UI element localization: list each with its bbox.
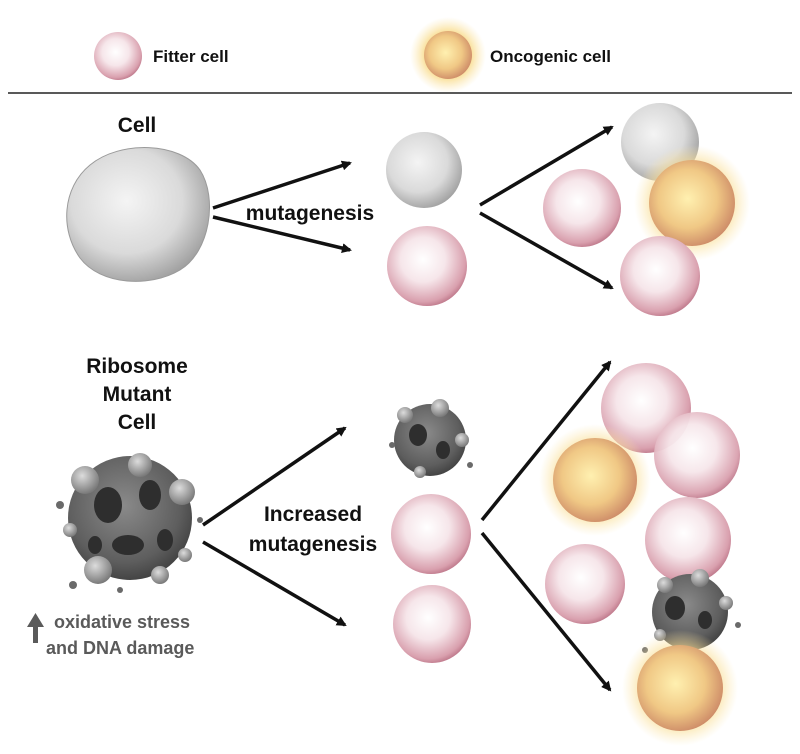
arrow-bottom-right-upper [480, 360, 612, 522]
fitter-cell [620, 236, 700, 316]
fitter-cell [645, 497, 731, 583]
ribosome-mutant-cell-small [389, 399, 473, 478]
legend-oncogenic-label: Oncogenic cell [490, 47, 611, 66]
bottom-panel: Ribosome Mutant Cell ox [27, 355, 741, 746]
cell-label: Cell [118, 114, 157, 137]
ribosome-mutant-label-line2: Mutant [103, 383, 172, 406]
oncogenic-cell [637, 645, 723, 731]
mutagenesis-label: mutagenesis [246, 202, 374, 225]
ribosome-mutant-label-line3: Cell [118, 411, 157, 434]
increased-mutagenesis-line2: mutagenesis [249, 533, 377, 556]
arrow-bottom-upper [202, 426, 347, 527]
fitter-cell [543, 169, 621, 247]
arrow-bottom-right-lower [480, 531, 612, 692]
legend-fitter-label: Fitter cell [153, 47, 229, 66]
fitter-cell [654, 412, 740, 498]
ribosome-mutant-label-line1: Ribosome [86, 355, 188, 378]
arrow-top-lower [212, 215, 352, 253]
arrow-top-right-upper [479, 125, 614, 207]
oncogenic-cell [649, 160, 735, 246]
arrow-bottom-lower [202, 540, 347, 627]
note-line2: and DNA damage [46, 638, 194, 658]
fitter-cell [391, 494, 471, 574]
up-arrow-icon [27, 613, 44, 643]
legend-fitter-cell-icon [94, 32, 142, 80]
fitter-cell [393, 585, 471, 663]
oncogenic-cell [553, 438, 637, 522]
arrow-top-upper [212, 160, 352, 210]
legend-oncogenic-cell-icon [424, 31, 472, 79]
top-panel: Cell mutagenesis [66, 103, 750, 316]
increased-mutagenesis-line1: Increased [264, 503, 362, 526]
normal-cell-small [386, 132, 462, 208]
note-line1: oxidative stress [54, 612, 190, 632]
fitter-cell [545, 544, 625, 624]
fitter-cell [387, 226, 467, 306]
normal-cell-large [66, 147, 210, 282]
arrow-top-right-lower [479, 211, 614, 290]
ribosome-mutant-cell-large [56, 453, 203, 593]
legend: Fitter cell Oncogenic cell [94, 17, 611, 93]
